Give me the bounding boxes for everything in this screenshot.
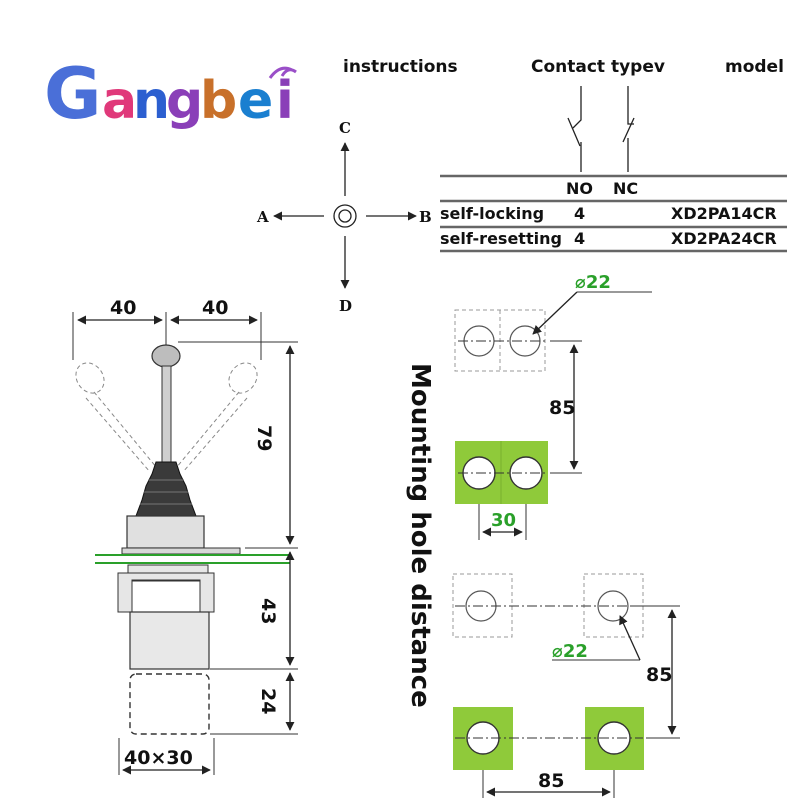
rubber-boot [135, 461, 197, 517]
lever-shaft [161, 365, 172, 465]
lever-right-ghost [228, 362, 258, 394]
contact-body [129, 611, 210, 670]
row-model: XD2PA14CR [671, 204, 777, 223]
dim-top-vertical: 85 [549, 397, 575, 419]
dim-right-width: 40 [202, 297, 228, 319]
row-instruction: self-locking [440, 204, 544, 223]
dim-left-width: 40 [110, 297, 136, 319]
header-instructions: instructions [343, 57, 458, 77]
brand-letter-g2: g [166, 71, 203, 131]
lever-knob [151, 344, 181, 368]
mounting-collar [117, 572, 215, 613]
dim-bottom-diameter: ⌀22 [552, 641, 588, 662]
brand-letter-i: i [276, 71, 294, 131]
row-model: XD2PA24CR [671, 229, 777, 248]
row-contacts: 4 [574, 204, 585, 223]
row-instruction: self-resetting [440, 229, 562, 248]
dim-top-horizontal: 30 [491, 510, 516, 531]
table-row: self-resetting 4 XD2PA24CR [440, 229, 777, 248]
brand-letter-a: a [102, 71, 137, 131]
row-contacts: 4 [574, 229, 585, 248]
brand-swoosh-icon [268, 66, 297, 79]
head-block [126, 515, 205, 549]
dim-contact-height: 24 [257, 688, 279, 714]
direction-left-label: A [256, 208, 269, 226]
contact-symbol-no [567, 86, 582, 172]
dim-body-height: 43 [257, 598, 279, 624]
brand-letter-b: b [200, 71, 237, 131]
dim-base-size: 40×30 [124, 747, 193, 769]
table-row: self-locking 4 XD2PA14CR [440, 204, 777, 223]
brand-letter-g: G [44, 53, 101, 135]
mounting-layout-top: ⌀22 85 30 [454, 272, 652, 540]
direction-cross: C D A B [256, 119, 432, 315]
direction-up-label: C [339, 119, 351, 137]
mounting-layout-bottom: ⌀22 85 85 [452, 573, 680, 798]
brand-letter-n: n [133, 71, 170, 131]
dim-bottom-vertical: 85 [646, 664, 672, 686]
switch-drawing: 40 40 79 43 24 [72, 297, 298, 775]
brand-letter-e: e [238, 71, 273, 131]
joystick-center-icon [333, 204, 357, 228]
dim-bottom-horizontal: 85 [538, 770, 564, 792]
lever-left-ghost [75, 362, 105, 394]
ghost-plate [452, 573, 513, 638]
direction-down-label: D [339, 297, 352, 315]
mounting-title: Mounting hole distance [405, 363, 435, 708]
contact-symbol-nc [622, 86, 635, 172]
label-nc: NC [613, 179, 638, 198]
direction-right-label: B [419, 208, 432, 226]
dim-top-diameter: ⌀22 [575, 272, 611, 293]
label-no: NO [566, 179, 593, 198]
header-model: model [725, 57, 784, 77]
brand-logo: G a n g b e i [44, 53, 297, 135]
panel-plate [121, 547, 241, 555]
dim-lever-height: 79 [253, 425, 275, 451]
header-contact-type: Contact typev [531, 57, 665, 77]
contact-block-ghost [129, 673, 210, 735]
